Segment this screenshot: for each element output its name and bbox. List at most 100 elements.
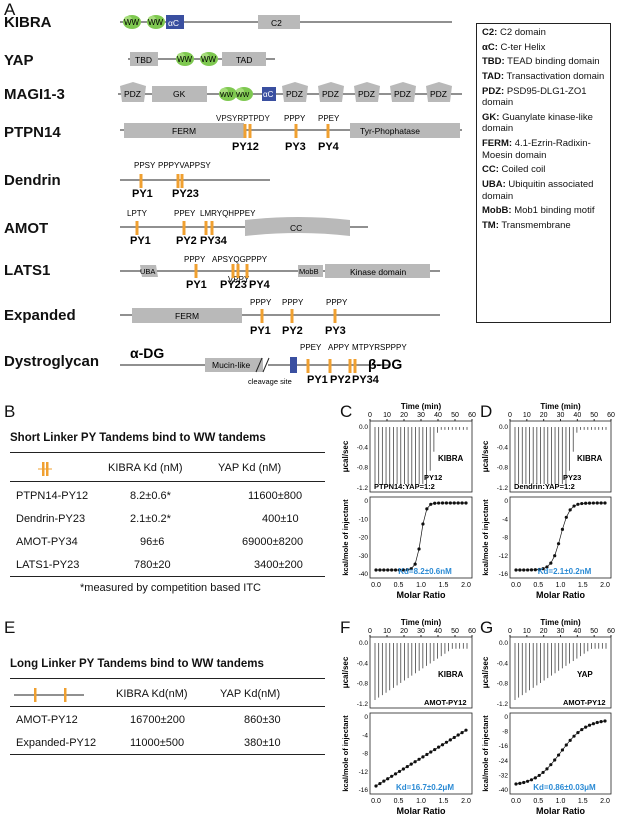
- svg-text:APPY: APPY: [328, 343, 350, 352]
- top-y-axis-label: μcal/sec: [341, 440, 350, 472]
- svg-text:αC: αC: [263, 90, 274, 99]
- svg-text:PY23: PY23: [172, 188, 199, 200]
- top-y-tick-label: 0.0: [359, 640, 368, 647]
- time-tick-label: 10: [383, 628, 391, 635]
- svg-text:PY3: PY3: [325, 325, 346, 337]
- time-tick-label: 20: [540, 412, 548, 419]
- svg-text:PPEY: PPEY: [174, 209, 196, 218]
- bottom-y-tick-label: -32: [499, 772, 509, 779]
- top-y-tick-label: 0.0: [499, 424, 508, 431]
- time-tick-label: 40: [573, 628, 581, 635]
- domain-legend: C2: C2 domain αC: C-ter Helix TBD: TEAD …: [476, 23, 611, 323]
- tbd-label: TBD: [135, 55, 152, 65]
- time-tick-label: 30: [557, 412, 565, 419]
- svg-text:PPEY: PPEY: [318, 114, 340, 123]
- bottom-y-tick-label: -16: [499, 571, 509, 578]
- time-tick-label: 60: [468, 628, 476, 635]
- svg-text:cleavage site: cleavage site: [248, 377, 292, 386]
- tad-label: TAD: [236, 55, 252, 65]
- x-tick-label: 1.0: [556, 798, 566, 805]
- itc-ratio-label: PTPN14:YAP=1:2: [374, 482, 435, 491]
- bottom-y-tick-label: -8: [502, 535, 508, 542]
- itc-protein-label: KIBRA: [438, 454, 464, 463]
- svg-text:FERM: FERM: [175, 311, 199, 321]
- table-row: LATS1-PY23: [16, 559, 80, 571]
- protein-name: KIBRA: [4, 14, 52, 31]
- time-tick-label: 10: [383, 412, 391, 419]
- svg-text:VPSYRPTPDY: VPSYRPTPDY: [216, 114, 270, 123]
- svg-text:PY34: PY34: [200, 235, 228, 247]
- svg-text:VPPY: VPPY: [228, 275, 250, 284]
- x-tick-label: 0.5: [394, 582, 404, 589]
- x-tick-label: 0.5: [533, 582, 543, 589]
- protein-name: YAP: [4, 52, 34, 69]
- itc-py-label: AMOT-PY12: [424, 698, 467, 707]
- svg-text:PDZ: PDZ: [430, 89, 447, 99]
- protein-name: PTPN14: [4, 124, 61, 141]
- protein-name: Dendrin: [4, 172, 61, 189]
- time-tick-label: 20: [400, 628, 408, 635]
- time-tick-label: 10: [523, 412, 531, 419]
- protein-name: AMOT: [4, 220, 49, 237]
- top-y-tick-label: -1.2: [497, 485, 509, 492]
- svg-text:LMRYQHPPEY: LMRYQHPPEY: [200, 209, 256, 218]
- svg-text:PPEY: PPEY: [300, 343, 322, 352]
- time-axis-label: Time (min): [401, 402, 442, 411]
- svg-text:PDZ: PDZ: [322, 89, 339, 99]
- panel-label-a: A: [4, 0, 16, 19]
- svg-text:PY1: PY1: [307, 374, 328, 386]
- x-tick-label: 2.0: [461, 582, 471, 589]
- isotherm-fit-line: [515, 720, 606, 785]
- long-linker-py-icon: [14, 688, 84, 702]
- isotherm-fit-line: [376, 502, 466, 571]
- c2-domain: [258, 15, 300, 29]
- time-tick-label: 20: [540, 628, 548, 635]
- protein-name: Dystroglycan: [4, 353, 100, 370]
- bottom-y-tick-label: -10: [359, 516, 369, 523]
- itc-protein-label: YAP: [577, 670, 593, 679]
- svg-text:Mucin-like: Mucin-like: [212, 360, 251, 370]
- table-row: PTPN14-PY12: [16, 490, 89, 502]
- time-tick-label: 40: [434, 412, 442, 419]
- time-tick-label: 30: [417, 628, 425, 635]
- svg-text:APSYQGPPPY: APSYQGPPPY: [212, 255, 268, 264]
- top-y-tick-label: -0.4: [497, 444, 509, 451]
- ac-label: αC: [168, 18, 179, 28]
- table-e-title: Long Linker PY Tandems bind to WW tandem…: [10, 658, 264, 670]
- svg-text:UBA: UBA: [140, 267, 155, 276]
- x-tick-label: 0.0: [511, 798, 521, 805]
- bottom-y-tick-label: -12: [359, 769, 369, 776]
- itc-protein-label: KIBRA: [438, 670, 464, 679]
- svg-text:PPPY: PPPY: [250, 298, 272, 307]
- time-tick-label: 0: [368, 412, 372, 419]
- table-b-title: Short Linker PY Tandems bind to WW tande…: [10, 432, 266, 444]
- time-tick-label: 0: [368, 628, 372, 635]
- panel-label-b: B: [4, 402, 16, 421]
- svg-text:PY2: PY2: [330, 374, 351, 386]
- table-b-footnote: *measured by competition based ITC: [80, 582, 261, 594]
- x-axis-label: Molar Ratio: [396, 806, 446, 816]
- panel-label-e: E: [4, 618, 16, 637]
- svg-text:PY23: PY23: [220, 279, 247, 291]
- bottom-y-tick-label: -12: [499, 553, 509, 560]
- kd-label: Kd=8.2±0.6nM: [398, 567, 452, 576]
- itc-ratio-label: Dendrin:YAP=1:2: [514, 482, 575, 491]
- bottom-y-tick-label: -20: [359, 535, 369, 542]
- ac-domain: [166, 15, 184, 29]
- top-y-tick-label: -0.8: [497, 681, 509, 688]
- svg-text:LPTY: LPTY: [127, 209, 148, 218]
- time-tick-label: 50: [590, 628, 598, 635]
- bottom-y-tick-label: -16: [499, 743, 509, 750]
- time-axis-label: Time (min): [540, 402, 581, 411]
- integrated-heat-frame: [369, 496, 473, 579]
- bottom-y-axis-label: kcal/mole of injectant: [481, 499, 490, 576]
- top-y-tick-label: -0.8: [357, 681, 369, 688]
- x-tick-label: 1.5: [439, 798, 449, 805]
- svg-text:PPPYVAPPSY: PPPYVAPPSY: [158, 161, 211, 170]
- svg-text:WW: WW: [201, 55, 217, 64]
- top-y-axis-label: μcal/sec: [341, 656, 350, 688]
